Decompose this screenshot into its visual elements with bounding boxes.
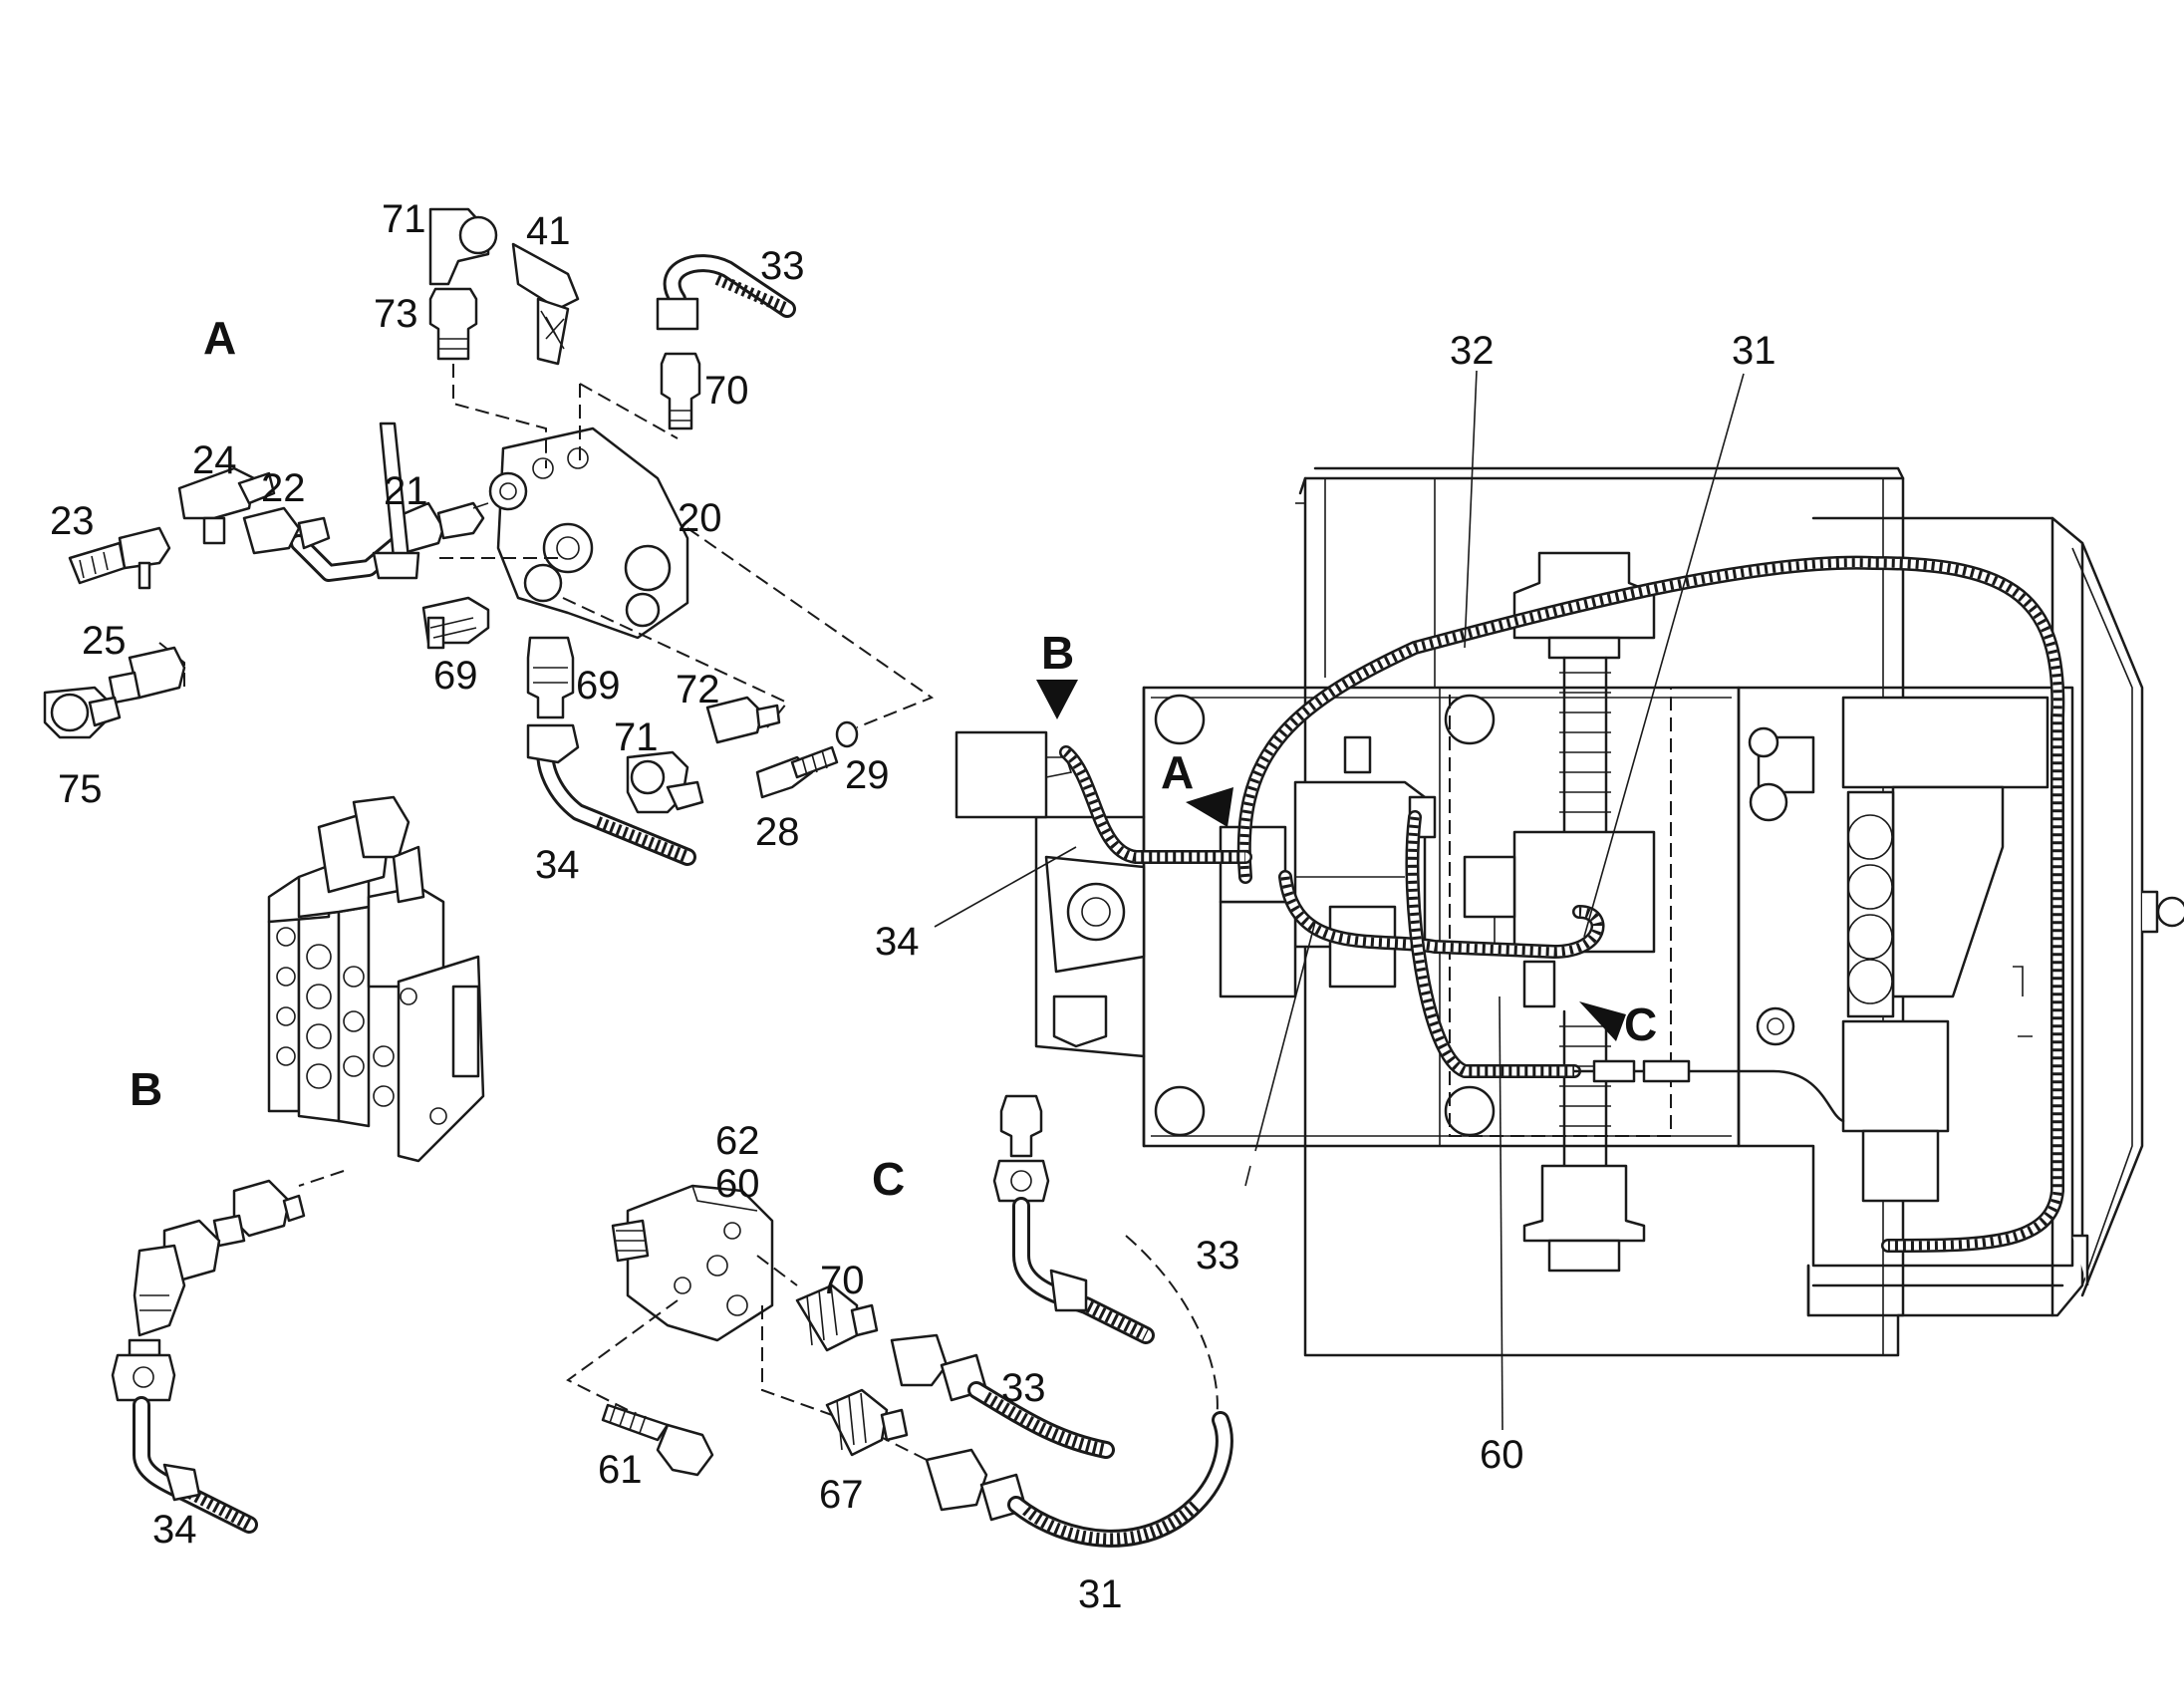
view-arrow-C-label: C [1624, 998, 1658, 1050]
callout-22: 22 [261, 466, 306, 510]
view-arrow-B-label: B [1041, 627, 1075, 679]
callout-61: 61 [598, 1448, 643, 1492]
callout-60-C: 60 [715, 1162, 760, 1206]
callout-67: 67 [819, 1473, 864, 1517]
callout-62: 62 [715, 1119, 760, 1163]
callout-29: 29 [845, 753, 890, 797]
bottom-bellows [1559, 1009, 1611, 1168]
detail-C-drawing [566, 1094, 1233, 1548]
detail-B-drawing [111, 422, 485, 1534]
callout-75: 75 [58, 767, 103, 811]
callout-71-lower: 71 [614, 715, 659, 759]
arrow-C-marker [1579, 1001, 1626, 1041]
callout-34-main: 34 [875, 920, 920, 964]
view-arrow-A-label: A [1161, 746, 1195, 798]
callout-69-lower: 69 [576, 664, 621, 708]
callout-21: 21 [384, 469, 428, 513]
top-bellows [1559, 656, 1611, 849]
section-label-B: B [130, 1063, 163, 1115]
callout-70-A: 70 [704, 369, 749, 413]
callout-60-main: 60 [1480, 1433, 1524, 1477]
arrow-A-marker [1186, 787, 1233, 827]
section-label-A: A [203, 312, 237, 364]
callout-25: 25 [82, 619, 127, 663]
detail-A-drawing [43, 207, 935, 866]
callout-34-A: 34 [535, 843, 580, 887]
callout-31-main: 31 [1732, 329, 1776, 373]
callout-69-left: 69 [433, 654, 478, 698]
callout-31-C: 31 [1078, 1572, 1123, 1616]
callout-41: 41 [526, 209, 571, 253]
callout-32: 32 [1450, 329, 1495, 373]
callout-24: 24 [192, 438, 237, 482]
callout-20: 20 [678, 496, 722, 540]
callout-72: 72 [676, 668, 720, 711]
callout-71-top: 71 [382, 197, 426, 241]
main-hose-routes [1059, 555, 2065, 1253]
callout-33-main: 33 [1196, 1234, 1240, 1278]
callout-73: 73 [374, 292, 418, 336]
callout-33-A: 33 [760, 244, 805, 288]
callout-33-C: 33 [1001, 1366, 1046, 1410]
main-machine-view [934, 370, 2184, 1431]
callout-28: 28 [755, 810, 800, 854]
arrow-B-marker [1036, 680, 1078, 719]
section-label-C: C [872, 1153, 906, 1205]
callout-34-B: 34 [152, 1508, 197, 1552]
callout-23: 23 [50, 499, 95, 543]
callout-70-C: 70 [820, 1259, 865, 1302]
